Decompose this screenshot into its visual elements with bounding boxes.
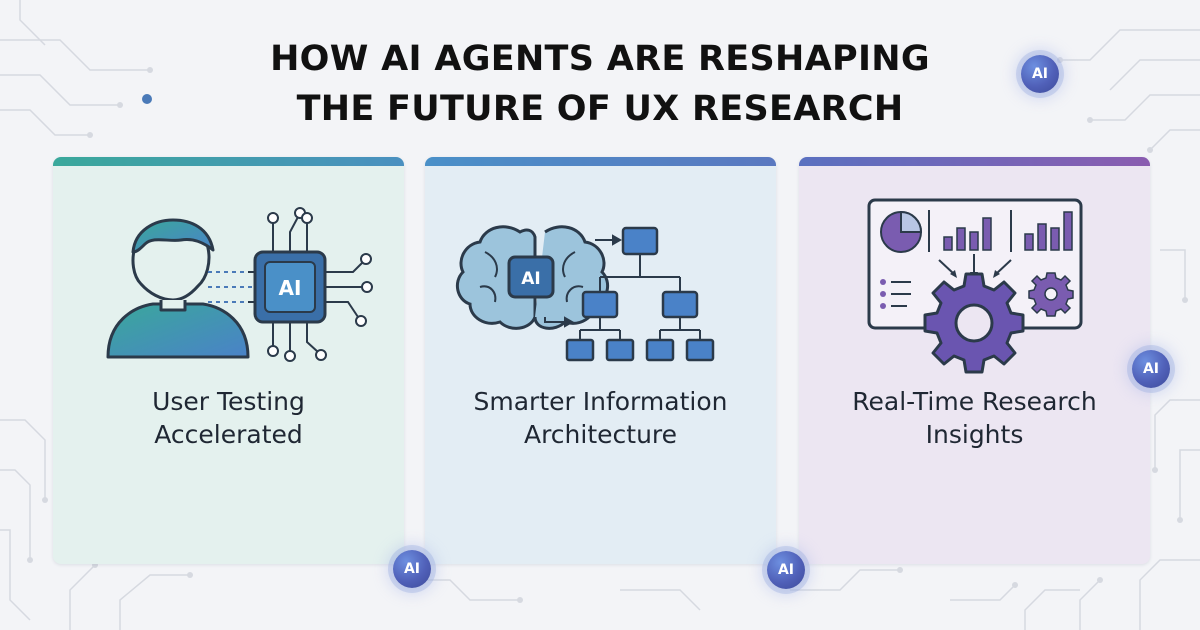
brain-chip-label: AI xyxy=(521,269,540,289)
page-title: HOW AI AGENTS ARE RESHAPING THE FUTURE O… xyxy=(0,34,1200,134)
card-label: User Testing Accelerated xyxy=(53,385,404,451)
ai-badge-icon: AI xyxy=(1021,55,1059,93)
user-ai-chip-icon: AI xyxy=(106,207,373,362)
card-research-insights: Real-Time Research Insights xyxy=(799,157,1150,564)
card-accent-bar xyxy=(53,157,404,166)
title-line-2: THE FUTURE OF UX RESEARCH xyxy=(296,89,904,129)
card-accent-bar xyxy=(425,157,776,166)
card-information-architecture: AI Smarter Information Architecture xyxy=(425,157,776,564)
title-line-1: HOW AI AGENTS ARE RESHAPING xyxy=(270,39,930,79)
card-label-line-1: Smarter Information xyxy=(473,387,728,416)
ai-badge-icon: AI xyxy=(1132,350,1170,388)
decor-dot xyxy=(142,94,152,104)
card-label: Real-Time Research Insights xyxy=(799,385,1150,451)
card-label-line-2: Insights xyxy=(925,420,1024,449)
ai-badge-icon: AI xyxy=(767,551,805,589)
card-label-line-2: Accelerated xyxy=(154,420,303,449)
brain-sitemap-icon: AI xyxy=(455,225,715,362)
card-label-line-1: Real-Time Research xyxy=(852,387,1097,416)
card-user-testing: AI User Testing Accelerated xyxy=(53,157,404,564)
ai-badge-icon: AI xyxy=(393,550,431,588)
card-label-line-1: User Testing xyxy=(152,387,305,416)
card-accent-bar xyxy=(799,157,1150,166)
card-label: Smarter Information Architecture xyxy=(425,385,776,451)
card-label-line-2: Architecture xyxy=(523,420,678,449)
dashboard-gear-icon xyxy=(867,198,1083,374)
chip-label: AI xyxy=(279,276,302,300)
